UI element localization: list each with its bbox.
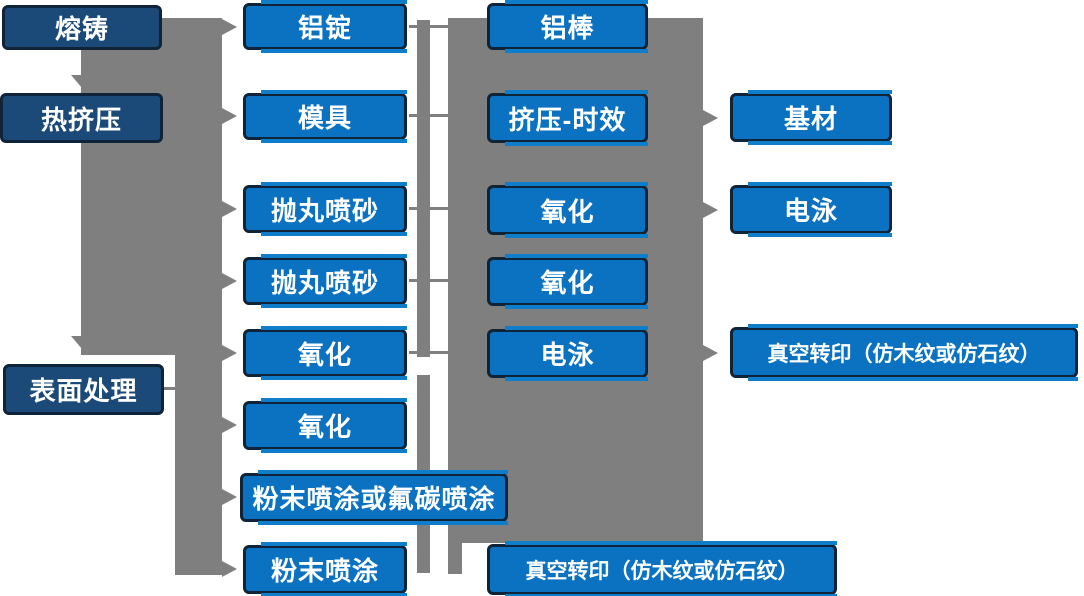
node-melting-casting: 熔铸: [2, 5, 162, 50]
node-vacuum-transfer-1: 真空转印（仿木纹或仿石纹）: [487, 541, 837, 596]
flow-arrow-right: [222, 417, 237, 433]
flow-arrow-right: [703, 110, 718, 126]
connector-bar: [81, 18, 222, 355]
node-hot-extrusion: 热挤压: [0, 93, 163, 143]
node-electrophoresis-1: 电泳: [487, 326, 648, 381]
connector-bar: [448, 543, 462, 574]
node-surface-treatment: 表面处理: [3, 364, 164, 415]
flow-arrow-right: [703, 345, 718, 361]
flow-arrow-right: [222, 273, 237, 289]
node-aluminum-ingot: 铝锭: [243, 0, 407, 53]
node-oxidation-4: 氧化: [487, 254, 648, 309]
node-extrusion-aging: 挤压-时效: [487, 90, 648, 146]
node-oxidation-1: 氧化: [243, 326, 407, 380]
flow-arrow-right: [703, 202, 718, 218]
connector-bar: [417, 20, 430, 357]
node-aluminum-rod: 铝棒: [487, 0, 648, 53]
node-powder-or-fluorocarbon-coating: 粉末喷涂或氟碳喷涂: [240, 470, 508, 525]
flow-arrow-right: [222, 489, 237, 505]
node-mold: 模具: [243, 90, 407, 143]
flow-arrow-down: [71, 336, 93, 349]
flow-arrow-right: [222, 108, 237, 124]
flow-arrow-right: [222, 345, 237, 361]
flow-arrow-right: [222, 561, 237, 577]
connector-bar: [409, 279, 448, 282]
flow-arrow-down: [71, 75, 93, 88]
node-shot-blasting-1: 抛丸喷砂: [243, 182, 407, 236]
flow-arrow-right: [222, 19, 237, 35]
node-vacuum-transfer-2: 真空转印（仿木纹或仿石纹）: [730, 324, 1078, 381]
connector-bar: [175, 355, 222, 575]
node-oxidation-2: 氧化: [243, 398, 407, 453]
connector-bar: [409, 207, 448, 210]
connector-bar: [409, 25, 448, 28]
node-powder-coating: 粉末喷涂: [243, 542, 407, 596]
connector-bar: [163, 387, 177, 390]
node-oxidation-3: 氧化: [487, 182, 648, 238]
node-shot-blasting-2: 抛丸喷砂: [243, 254, 407, 308]
connector-bar: [409, 114, 448, 117]
connector-bar: [409, 351, 448, 354]
node-electrophoresis-2: 电泳: [730, 182, 892, 237]
flow-arrow-right: [222, 201, 237, 217]
node-base-material: 基材: [730, 90, 892, 145]
